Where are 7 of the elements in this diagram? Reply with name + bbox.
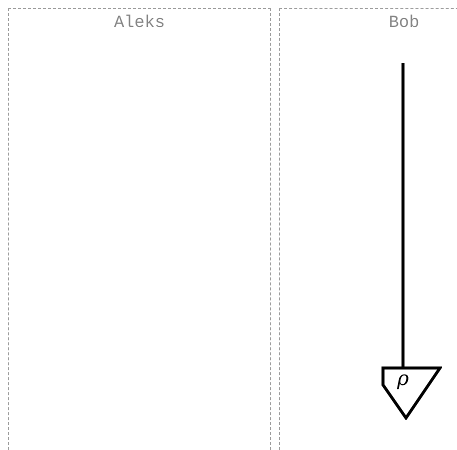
state-symbol: ρ [396,368,410,388]
swimlane [8,8,271,450]
lane-title: Aleks [112,15,166,32]
measurement-shield [380,366,442,420]
wire [402,63,404,367]
lane-title: Bob [388,15,420,32]
swimlane [279,8,457,450]
